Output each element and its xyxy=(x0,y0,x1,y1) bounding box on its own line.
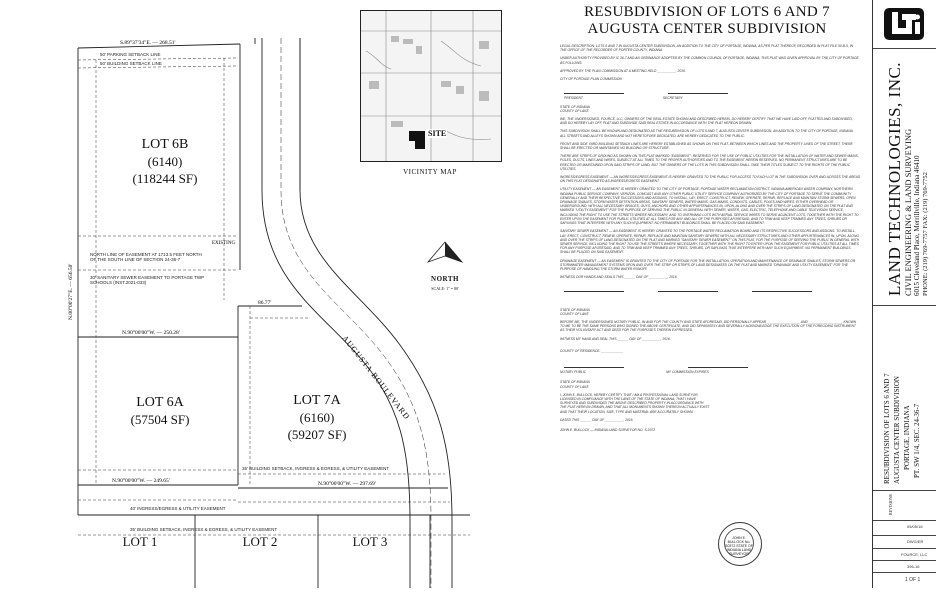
title-line-1: RESUBDIVISION OF LOTS 6 AND 7 xyxy=(584,4,830,20)
state-label-1: STATE OF INDIANA xyxy=(560,104,590,109)
state-label-2: STATE OF INDIANA xyxy=(560,307,590,312)
lot-3-label: LOT 3 xyxy=(352,534,388,549)
site-label: SITE xyxy=(427,129,448,138)
lot-6a-number: (57504 SF) xyxy=(130,412,190,427)
note-lower-building: 35' BUILDING SETBACK, INGRESS & EGRESS, … xyxy=(130,527,278,532)
lot-6b-number: (6140) xyxy=(147,154,183,169)
county-label-2: COUNTY OF LAKE xyxy=(560,311,589,316)
road-east-edge xyxy=(299,38,453,588)
existing-label: EXISTING xyxy=(212,241,235,246)
approval-note: APPROVED BY THE PLAN COMMISSION AT A MEE… xyxy=(560,68,686,73)
legal-description: LEGAL DESCRIPTION: LOTS 6 AND 7 IN AUGUS… xyxy=(560,44,854,53)
surveyor-seal: JOHN E. BULLOCK No. S0372 STATE OF INDIA… xyxy=(718,522,762,566)
project-line-4: PT. SW 1/4, SEC. 24-36-7 xyxy=(913,403,921,478)
surveyor-certificate: I, JOHN E. BULLOCK, HEREBY CERTIFY THAT … xyxy=(560,392,710,414)
before-me-note: BEFORE ME, THE UNDERSIGNED NOTARY PUBLIC… xyxy=(560,319,857,333)
authority-note: UNDER AUTHORITY PROVIDED BY IC 36-7 AND … xyxy=(560,56,859,65)
lot-7a-name: LOT 7A xyxy=(293,393,341,408)
lot-7a-label: LOT 7A (6160) (59207 SF) xyxy=(272,392,362,443)
company-address: 6015 Cleveland Place, Merrillville, Indi… xyxy=(913,155,921,296)
residence-note: COUNTY OF RESIDENCE: ____________ xyxy=(560,348,624,353)
plan-commission: CITY OF PORTAGE PLAN COMMISSION xyxy=(560,77,622,82)
company-logo xyxy=(880,4,928,44)
lot-2-label: LOT 2 xyxy=(242,534,278,549)
vicinity-map-streets xyxy=(361,11,501,161)
state-label-3: STATE OF INDIANA xyxy=(560,380,590,385)
north-arrow-icon xyxy=(426,241,464,263)
note-sewer-easement: 30' SANITARY SEWER EASEMENT TO PORTAGE T… xyxy=(90,275,205,285)
right-dim: 86.77' xyxy=(258,300,271,306)
project-line-2: AUGUSTA CENTER SUBDIVISION xyxy=(893,376,901,484)
sanitary-note: SANITARY SEWER EASEMENT — AN EASEMENT IS… xyxy=(560,229,860,255)
surveyor-signature: JOHN E. BULLOCK — INDIANA LAND SURVEYOR … xyxy=(560,427,656,432)
known-as-note: THIS SUBDIVISION SHALL BE KNOWN AND DESI… xyxy=(560,129,854,138)
bearing-lower-left: N.90°00'00"W. — 249.65' xyxy=(112,477,170,484)
lot-7a-number: (6160) xyxy=(299,410,335,425)
bearing-left: N.00°00'27"E. — 656.50' xyxy=(67,264,74,320)
client-cell: FOURCE, LLC xyxy=(901,552,928,557)
strips-note: THERE ARE STRIPS OF GROUND AS SHOWN ON T… xyxy=(560,154,859,171)
lot-6b-area: (118244 SF) xyxy=(132,171,198,186)
county-label-3: COUNTY OF LAKE xyxy=(560,384,589,389)
lot-7a-area: (59207 SF) xyxy=(287,427,347,442)
note-setback-top: 50' PARKING SETBACK LINE xyxy=(100,52,161,57)
county-label-1: COUNTY OF LAKE xyxy=(560,108,589,113)
commission-expires-label: MY COMMISSION EXPIRES xyxy=(666,370,709,375)
vicinity-map: SITE xyxy=(360,10,502,162)
certificate-notes: LEGAL DESCRIPTION: LOTS 6 AND 7 IN AUGUS… xyxy=(560,44,860,436)
note-building-ingress: 35' BUILDING SETBACK, INGRESS & EGRESS, … xyxy=(242,466,390,471)
lot-6a-name: LOT 6A xyxy=(136,395,184,410)
drainage-note: DRAINAGE EASEMENT — AN EASEMENT IS GRANT… xyxy=(560,258,856,271)
lti-logo-icon xyxy=(884,8,924,40)
north-label: NORTH xyxy=(431,275,459,283)
north-arrow: NORTH SCALE: 1" = 80' xyxy=(410,240,480,291)
project-line-3: PORTAGE, INDIANA xyxy=(903,405,911,470)
company-phone: PHONE: (219) 769-7757 FAX: (219) 769-775… xyxy=(922,172,929,296)
company-name: LAND TECHNOLOGIES, INC. xyxy=(885,61,904,296)
bearing-lower-right: N.90°00'00"W. — 297.69' xyxy=(318,480,376,487)
lot-6b-name: LOT 6B xyxy=(141,137,189,152)
witness-2: WITNESS MY HAND AND SEAL THIS ______ DAY… xyxy=(560,336,671,341)
bearing-mid: N.90°00'00"W. — 250.28' xyxy=(122,329,180,336)
notary-label: NOTARY PUBLIC xyxy=(560,370,587,375)
note-ingress-egress: 40' INGRESS/EGRESS & UTILITY EASEMENT xyxy=(130,506,226,511)
revisions-label: REVISIONS xyxy=(888,494,893,515)
lot-6b-label: LOT 6B (6140) (118244 SF) xyxy=(110,136,220,187)
project-line-1: RESUBDIVISION OF LOTS 6 AND 7 xyxy=(883,373,891,484)
note-north-line: NORTH LINE OF EASEMENT AT 1713.5 FEET NO… xyxy=(90,252,202,262)
job-cell: 396-16 xyxy=(907,564,920,569)
dated-note: DATED THIS ______ DAY OF __________, 201… xyxy=(560,417,634,422)
drawn-cell: DWG/ER xyxy=(907,539,924,544)
ingress-note: INGRESS/EGRESS EASEMENT — AN INGRESS/EGR… xyxy=(560,175,861,184)
page-title: RESUBDIVISION OF LOTS 6 AND 7 AUGUSTA CE… xyxy=(548,4,866,38)
lot-6a-label: LOT 6A (57504 SF) xyxy=(110,394,210,428)
road-west-edge xyxy=(261,38,411,588)
utility-note: UTILITY EASEMENT — AN EASEMENT IS HEREBY… xyxy=(560,187,859,226)
scale-label: SCALE: 1" = 80' xyxy=(431,286,459,291)
note-building-setback: 50' BUILDING SETBACK LINE xyxy=(100,61,162,66)
title-line-2: AUGUSTA CENTER SUBDIVISION xyxy=(587,21,827,37)
title-block: LAND TECHNOLOGIES, INC. CIVIL ENGINEERIN… xyxy=(872,0,936,588)
plat-linework: S.89°37'34"E. — 268.51' N.90°00'00"W. — … xyxy=(67,38,470,588)
date-cell: 05/05/16 xyxy=(907,524,923,529)
owners-certificate: WE, THE UNDERSIGNED, FOURCE, LLC, OWNERS… xyxy=(560,117,853,126)
company-subtitle: CIVIL ENGINEERING & LAND SURVEYING xyxy=(903,128,913,296)
north-property-line xyxy=(77,43,241,49)
bearing-top: S.89°37'34"E. — 268.51' xyxy=(120,39,175,46)
president-label: PRESIDENT xyxy=(564,96,583,101)
plat-drawing: S.89°37'34"E. — 268.51' N.90°00'00"W. — … xyxy=(67,38,470,588)
witness-1: WITNESS OUR HANDS AND SEALS THIS ______ … xyxy=(560,275,678,280)
setback-note: FRONT AND SIDE YARD BUILDING SETBACK LIN… xyxy=(560,141,853,151)
vicinity-map-caption: VICINITY MAP xyxy=(403,168,457,176)
site-marker xyxy=(409,131,425,149)
lot-1-label: LOT 1 xyxy=(122,534,158,549)
sheet-cell: 1 OF 1 xyxy=(905,577,921,583)
secretary-label: SECRETARY xyxy=(662,96,683,101)
surveyor-seal-text: JOHN E. BULLOCK No. S0372 STATE OF INDIA… xyxy=(724,528,754,558)
